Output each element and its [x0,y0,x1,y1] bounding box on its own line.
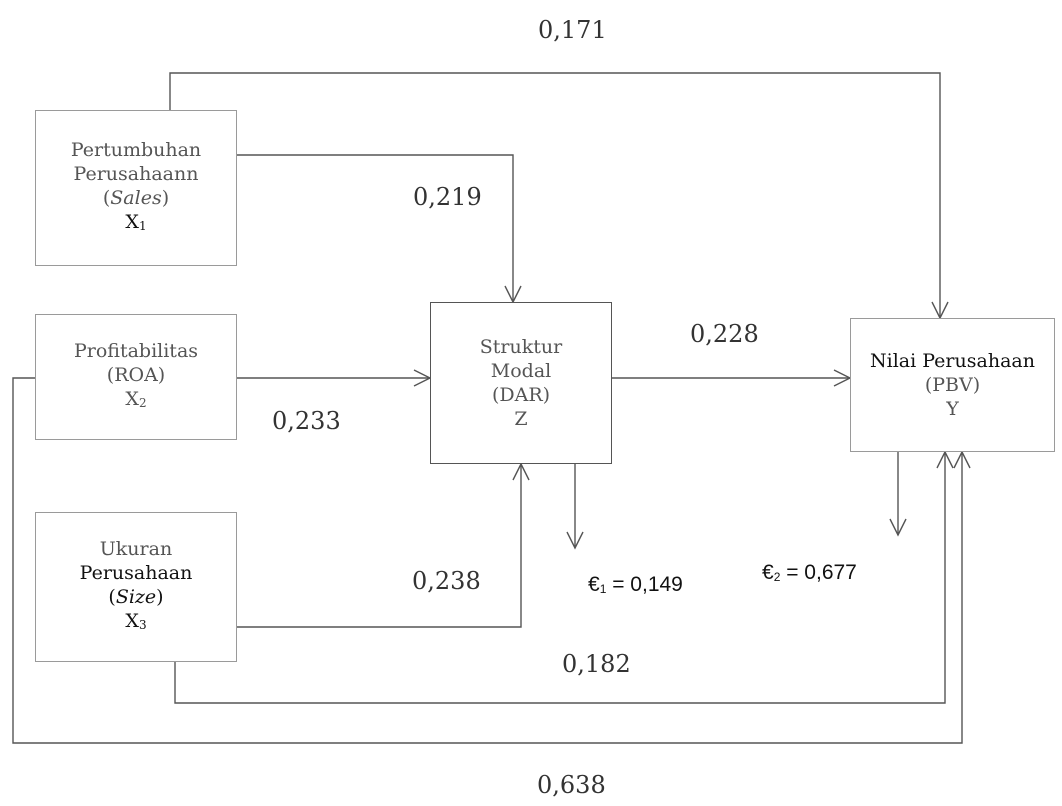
x3-label-line1: Ukuran [99,538,173,560]
box-x3-company-size: Ukuran Perusahaan (Size) X3 [35,512,237,662]
z-label-line1: Struktur [479,336,563,358]
x3-label-line2: Perusahaan [79,562,193,584]
x1-symbol: X1 [125,211,147,233]
x2-symbol: X2 [125,388,147,410]
x1-label-line2: Perusahaann [73,163,199,185]
error-term-e1: €1 = 0,149 [588,573,683,596]
arrowhead-z-e1 [566,531,584,550]
path-x3-z [237,464,522,628]
coef-x1-y: 0,171 [538,16,607,44]
arrowhead-x3-z [512,462,530,481]
coef-x1-z: 0,219 [413,183,482,211]
coef-x3-y: 0,182 [562,650,631,678]
error-term-e2: €2 = 0,677 [762,561,857,584]
x2-label-line1: Profitabilitas [73,340,199,362]
x3-label-line3: (Size) [108,586,164,608]
z-label-line3: (DAR) [491,384,551,406]
box-z-capital-structure: Struktur Modal (DAR) Z [430,302,612,464]
path-x3-y [174,452,946,704]
x1-label-line1: Pertumbuhan [70,139,202,161]
y-symbol: Y [946,398,959,420]
x1-label-line3: (Sales) [102,187,170,209]
box-x2-profitability: Profitabilitas (ROA) X2 [35,314,237,440]
box-y-firm-value: Nilai Perusahaan (PBV) Y [850,318,1055,452]
arrowhead-x3-y [936,450,954,469]
coef-z-y: 0,228 [690,320,759,348]
path-x1-z [237,154,514,302]
path-x1-y [169,72,941,318]
coef-x2-z: 0,233 [272,407,341,435]
y-label-line2: (PBV) [924,374,981,396]
arrowhead-y-e2 [889,518,907,537]
coef-x3-z: 0,238 [412,567,481,595]
path-x2-y [12,377,963,744]
z-symbol: Z [514,408,528,430]
z-label-line2: Modal [490,360,552,382]
x3-symbol: X3 [125,610,147,632]
x2-label-line2: (ROA) [106,364,166,386]
y-label-line1: Nilai Perusahaan [870,350,1035,372]
coef-x2-y: 0,638 [537,771,606,799]
box-x1-sales-growth: Pertumbuhan Perusahaann (Sales) X1 [35,110,237,266]
arrowhead-x2-y [953,450,971,469]
